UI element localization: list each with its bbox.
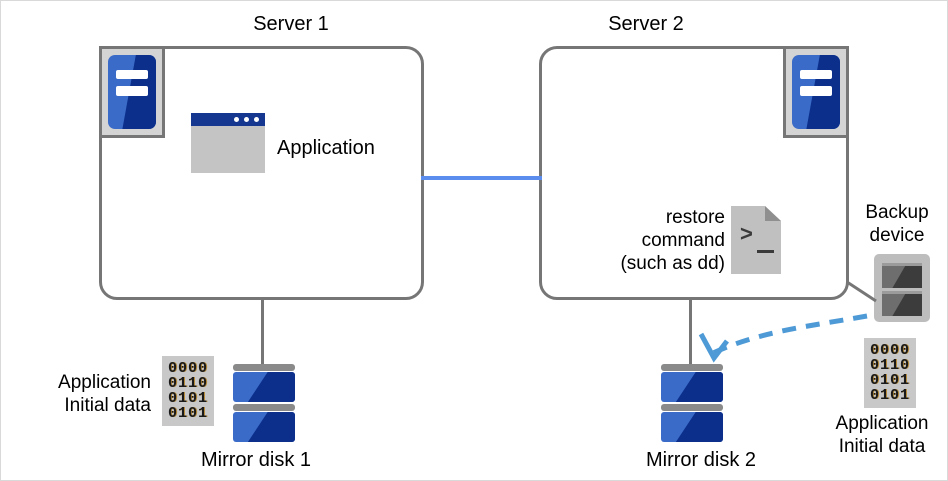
server2-title: Server 2 — [608, 13, 684, 35]
application-window-icon — [191, 113, 265, 173]
disk-platter — [661, 412, 723, 442]
disk-platter — [233, 412, 295, 442]
server-icon-bar — [116, 69, 148, 80]
mirror-disk2-label: Mirror disk 2 — [645, 449, 756, 471]
restore-flow-arrow — [711, 313, 868, 356]
script-file-fold — [765, 206, 781, 221]
script-file-icon: > — [731, 206, 781, 274]
backup-device-connector — [846, 280, 877, 303]
server-icon-bar — [116, 86, 148, 96]
mirror-disk2-connector — [689, 300, 692, 366]
terminal-cursor-icon — [757, 250, 774, 253]
server-icon-body — [792, 55, 840, 129]
mirror-disk1-icon — [233, 364, 295, 442]
window-dot-icon — [254, 117, 259, 122]
window-dot-icon — [234, 117, 239, 122]
mirror-disk1-label: Mirror disk 1 — [200, 449, 311, 471]
mirror-disk1-connector — [261, 300, 264, 366]
backup-drive-icon — [882, 291, 922, 316]
disk-platter — [233, 372, 295, 402]
server1-title: Server 1 — [253, 13, 329, 35]
application-initial-data-label: Application Initial data — [58, 372, 151, 416]
server-icon — [99, 46, 165, 138]
terminal-prompt-icon: > — [740, 221, 753, 246]
disk-cap — [233, 404, 295, 411]
disk-platter — [661, 372, 723, 402]
application-titlebar — [191, 113, 265, 126]
backup-device-icon — [874, 254, 930, 322]
server-icon-bar — [800, 69, 832, 80]
application-label: Application — [277, 137, 375, 159]
binary-data-badge: 0000 0110 0101 0101 — [864, 338, 917, 408]
server-icon-body — [108, 55, 156, 129]
backup-device-label: Backup device — [865, 202, 929, 246]
window-dot-icon — [244, 117, 249, 122]
restore-command-label: restore command (such as dd) — [620, 207, 725, 274]
restore-flow-arrowhead — [698, 332, 729, 363]
disk-cap — [233, 364, 295, 371]
server-interconnect-line — [421, 176, 542, 180]
mirror-disk2-icon — [661, 364, 723, 442]
disk-cap — [661, 364, 723, 371]
disk-cap — [661, 404, 723, 411]
backup-drive-icon — [882, 263, 922, 288]
binary-data-badge: 0000 0110 0101 0101 — [162, 356, 215, 426]
application-initial-data-label: Application Initial data — [835, 413, 929, 457]
server-icon-bar — [800, 86, 832, 96]
server-icon — [783, 46, 849, 138]
